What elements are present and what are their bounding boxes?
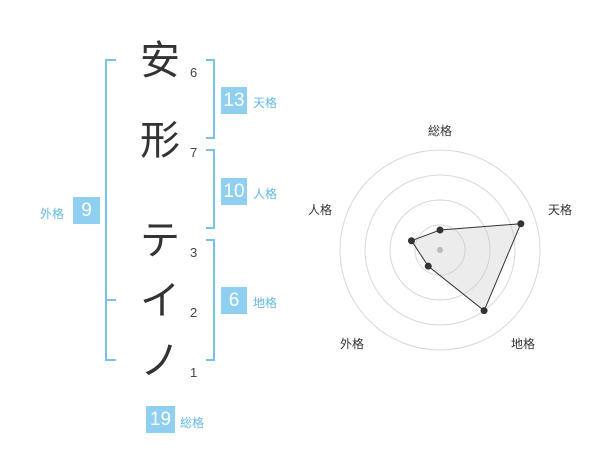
radar-ring-2 xyxy=(389,199,491,301)
soukaku-score: 19 xyxy=(146,406,175,433)
chikaku-bracket xyxy=(206,239,215,361)
radar-axis-label-chikaku: 地格 xyxy=(511,337,536,351)
gaikaku-label: 外格 xyxy=(40,207,65,221)
outer-bracket xyxy=(105,59,116,361)
radar-axis-label-gaikaku: 外格 xyxy=(340,337,365,351)
radar-point-4 xyxy=(424,262,432,270)
jinkaku-bracket xyxy=(206,149,215,229)
stroke-count-2: 7 xyxy=(190,145,198,160)
radar-point-3 xyxy=(480,307,488,315)
radar-point-1 xyxy=(436,226,444,234)
name-char-4: イ xyxy=(140,278,180,324)
gaikaku-score: 9 xyxy=(73,197,100,224)
stroke-count-4: 2 xyxy=(190,305,198,320)
tenkaku-score: 13 xyxy=(221,87,247,114)
name-char-2: 形 xyxy=(140,118,180,164)
name-char-1: 安 xyxy=(140,38,180,84)
radar-polygon xyxy=(410,223,522,312)
chikaku-score: 6 xyxy=(221,287,247,314)
name-char-3: テ xyxy=(140,218,180,264)
jinkaku-label: 人格 xyxy=(253,187,278,201)
radar-point-2 xyxy=(517,220,525,228)
radar-point-5 xyxy=(407,237,415,245)
stroke-count-5: 1 xyxy=(190,365,198,380)
tenkaku-label: 天格 xyxy=(253,96,278,110)
radar-axis-label-tenkaku: 天格 xyxy=(548,203,573,217)
stroke-count-3: 3 xyxy=(190,245,198,260)
radar-axis-label-soukaku: 総格 xyxy=(428,124,453,138)
radar-ring-3 xyxy=(364,174,516,326)
radar-center xyxy=(437,247,443,253)
jinkaku-score: 10 xyxy=(221,178,247,205)
radar-ring-4 xyxy=(339,149,541,351)
radar-axis-label-jinkaku: 人格 xyxy=(308,203,333,217)
name-char-5: ノ xyxy=(140,338,180,384)
tenkaku-bracket xyxy=(206,59,215,139)
stroke-count-1: 6 xyxy=(190,65,198,80)
chikaku-label: 地格 xyxy=(253,296,278,310)
soukaku-label: 総格 xyxy=(180,416,205,430)
